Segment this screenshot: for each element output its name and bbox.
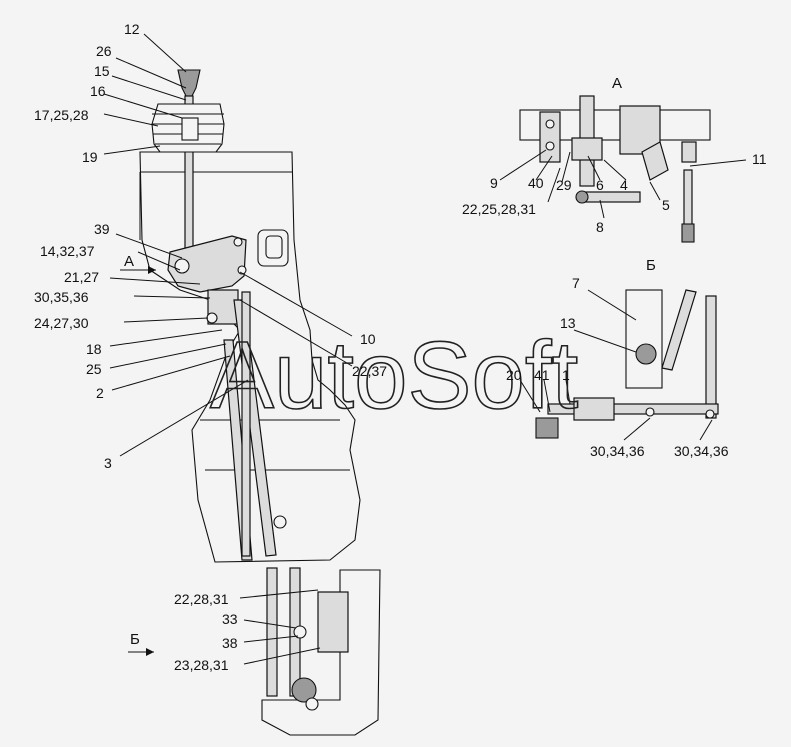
view-b-cross-rod	[547, 403, 719, 415]
housing-boss-inner	[265, 235, 283, 259]
callout-30-34-36-a: 30,34,36	[590, 443, 645, 459]
callout-41: 41	[534, 367, 550, 383]
callout-3: 3	[104, 455, 112, 471]
lower-rod-left	[266, 567, 278, 697]
view-a-hole-1	[545, 119, 555, 129]
callout-40: 40	[528, 175, 544, 191]
lever-bracket	[167, 235, 247, 293]
view-b-bolt	[645, 407, 655, 417]
callout-15: 15	[94, 63, 110, 79]
view-b-arrow-label: Б	[130, 631, 140, 648]
view-a-title: А	[612, 75, 622, 92]
view-a-rod-joint	[575, 190, 589, 204]
watermark-text: AutoSoft	[210, 322, 578, 429]
callout-6: 6	[596, 177, 604, 193]
view-a-cross-rod	[579, 191, 641, 203]
callout-9: 9	[490, 175, 498, 191]
callout-23-28-31: 23,28,31	[174, 657, 229, 673]
callout-labels: 12 26 15 16 17,25,28 19 39 14,32,37 21,2…	[34, 21, 767, 673]
callout-39: 39	[94, 221, 110, 237]
callout-1: 1	[562, 367, 570, 383]
view-b-cylinder	[573, 397, 615, 421]
lower-bracket	[317, 591, 349, 653]
callout-24-27-30: 24,27,30	[34, 315, 89, 331]
callout-12: 12	[124, 21, 140, 37]
view-b-housing	[625, 289, 663, 389]
bracket-pivot	[174, 258, 190, 274]
callout-10: 10	[360, 331, 376, 347]
lever-knob	[177, 69, 201, 97]
view-b-title: Б	[646, 257, 656, 274]
view-b-pivot	[635, 343, 657, 365]
callout-4: 4	[620, 177, 628, 193]
lower-joint	[291, 677, 317, 703]
callout-5: 5	[662, 197, 670, 213]
view-a-nut	[681, 141, 697, 163]
view-b-bolt-2	[705, 409, 715, 419]
detail-view-b	[535, 289, 719, 439]
long-rod	[241, 291, 251, 557]
view-a-vertical-rod	[683, 169, 693, 233]
view-a-clamp	[571, 137, 603, 161]
view-a-arrowhead	[148, 266, 156, 274]
callout-19: 19	[82, 149, 98, 165]
callout-30-34-36-b: 30,34,36	[674, 443, 729, 459]
callout-22-28-31: 22,28,31	[174, 591, 229, 607]
view-a-rod-end	[681, 223, 695, 243]
lower-pin	[293, 625, 307, 639]
callout-22-37: 22,37	[352, 363, 387, 379]
callout-11: 11	[752, 151, 767, 167]
callout-18: 18	[86, 341, 102, 357]
callout-8: 8	[596, 219, 604, 235]
callout-22-25-28-31: 22,25,28,31	[462, 201, 536, 217]
callout-25: 25	[86, 361, 102, 377]
callout-20: 20	[506, 367, 522, 383]
leader-lines	[103, 33, 747, 665]
callout-29: 29	[556, 177, 572, 193]
callout-13: 13	[560, 315, 576, 331]
boot-clamp	[181, 117, 199, 141]
callout-26: 26	[96, 43, 112, 59]
view-a-hole-2	[545, 141, 555, 151]
callout-33: 33	[222, 611, 238, 627]
view-b-arrowhead	[146, 648, 154, 656]
callout-17-25-28: 17,25,28	[34, 107, 89, 123]
bracket-bolt	[233, 237, 243, 247]
view-a-lever	[641, 141, 669, 181]
callout-7: 7	[572, 275, 580, 291]
callout-38: 38	[222, 635, 238, 651]
lower-hole	[305, 697, 319, 711]
callout-30-35-36: 30,35,36	[34, 289, 89, 305]
callout-16: 16	[90, 83, 106, 99]
main-assembly	[139, 69, 381, 736]
view-b-end-fitting	[535, 417, 559, 439]
housing-hole	[273, 515, 287, 529]
view-b-lever	[661, 289, 697, 371]
callout-2: 2	[96, 385, 104, 401]
view-a-arrow-label: А	[124, 253, 134, 270]
callout-21-27: 21,27	[64, 269, 99, 285]
view-a-block-left	[539, 111, 561, 163]
detail-view-a	[519, 95, 711, 243]
view-b-vertical-rod	[705, 295, 717, 419]
callout-14-32-37: 14,32,37	[40, 243, 95, 259]
